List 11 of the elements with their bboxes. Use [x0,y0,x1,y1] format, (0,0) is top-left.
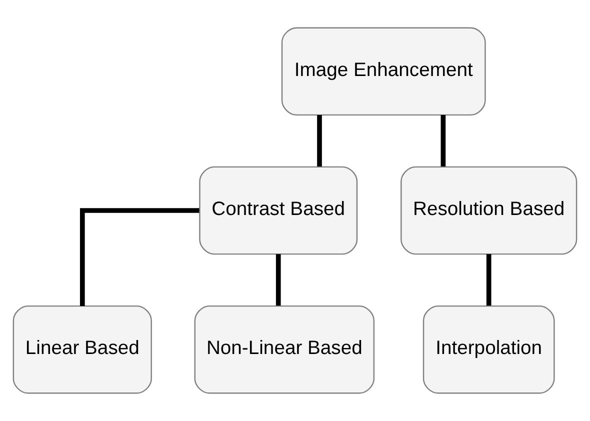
node-box: Image Enhancement [281,27,486,116]
connector [440,115,446,167]
connector [276,254,281,306]
node-box: Interpolation [422,305,555,394]
node-box: Linear Based [12,305,152,394]
connector [317,115,322,167]
node-box: Non-Linear Based [194,305,375,394]
node-box: Contrast Based [199,166,358,255]
node-box: Resolution Based [400,166,578,255]
connector [486,254,492,306]
connector [80,208,200,306]
